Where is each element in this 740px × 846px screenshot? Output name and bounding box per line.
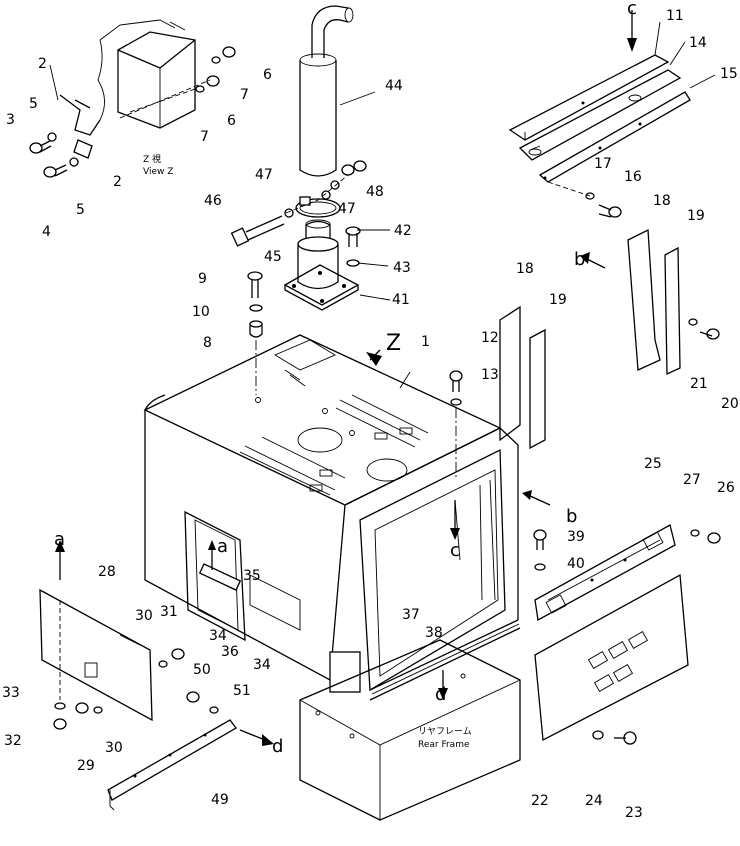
label-16: 16: [624, 169, 642, 185]
left-panel-28: [39, 588, 219, 730]
label-37: 37: [402, 607, 420, 623]
label-18b: 18: [516, 261, 534, 277]
front-panel-22: [534, 573, 689, 745]
label-49: 49: [211, 792, 229, 808]
view-z-jp: Z 視: [143, 153, 161, 165]
label-15: 15: [720, 66, 738, 82]
label-40: 40: [567, 556, 585, 572]
label-11: 11: [666, 8, 684, 24]
label-7a: 7: [240, 87, 249, 103]
arrow-label-a-left: a: [54, 529, 65, 550]
arrow-label-c-mid: c: [450, 540, 460, 561]
label-39: 39: [567, 529, 585, 545]
nuts-48: [285, 160, 367, 214]
label-31: 31: [160, 604, 178, 620]
bolt-9: [247, 271, 263, 395]
label-14: 14: [689, 35, 707, 51]
part-labels: 2 3 5 4 5 2 6 7 6 7 Z 視 View Z 44 47 48 …: [2, 0, 739, 821]
bolt-42: [345, 226, 361, 267]
arrow-label-c-top: c: [627, 0, 637, 19]
arrow-label-b-mid: b: [566, 506, 577, 527]
label-20: 20: [721, 396, 739, 412]
lower-block: [329, 651, 361, 693]
label-47a: 47: [255, 167, 273, 183]
label-36: 36: [221, 644, 239, 660]
label-28: 28: [98, 564, 116, 580]
label-13: 13: [481, 367, 499, 383]
label-23: 23: [625, 805, 643, 821]
rails: [508, 54, 691, 218]
label-9: 9: [198, 271, 207, 287]
label-33: 33: [2, 685, 20, 701]
label-12: 12: [481, 330, 499, 346]
label-26: 26: [717, 480, 735, 496]
label-25: 25: [644, 456, 662, 472]
label-2b: 2: [113, 174, 122, 190]
label-38: 38: [425, 625, 443, 641]
label-19a: 19: [687, 208, 705, 224]
label-18a: 18: [653, 193, 671, 209]
direction-arrows: [55, 10, 637, 746]
top-cover-plate: [274, 339, 336, 371]
rear-frame-jp: リヤフレーム: [418, 726, 472, 737]
exhaust-base: [283, 219, 360, 311]
label-51: 51: [233, 683, 251, 699]
label-22: 22: [531, 793, 549, 809]
rear-frame-en: Rear Frame: [418, 740, 470, 750]
label-17: 17: [594, 156, 612, 172]
label-44: 44: [385, 78, 403, 94]
label-48: 48: [366, 184, 384, 200]
label-45: 45: [264, 249, 282, 265]
label-24: 24: [585, 793, 603, 809]
label-35: 35: [243, 568, 261, 584]
leader-lines: [49, 21, 716, 389]
view-z-en: View Z: [143, 167, 173, 177]
arrow-label-d-mid: d: [435, 684, 446, 705]
front-cover-25: [534, 524, 676, 622]
top-hole-right: [366, 458, 408, 482]
side-panels: [499, 228, 720, 450]
label-42: 42: [394, 223, 412, 239]
top-hole-left: [297, 427, 343, 453]
label-30b: 30: [105, 740, 123, 756]
misc-bolts: [449, 370, 721, 571]
label-6b: 6: [227, 113, 236, 129]
bolt-46: [230, 208, 294, 247]
z-marker: Z: [386, 331, 401, 356]
label-5b: 5: [76, 202, 85, 218]
label-7b: 7: [200, 129, 209, 145]
label-3: 3: [6, 112, 15, 128]
arrow-label-a-mid: a: [217, 536, 228, 557]
label-5a: 5: [29, 96, 38, 112]
label-8: 8: [203, 335, 212, 351]
rear-frame: [299, 639, 521, 821]
exhaust-pipe: [299, 5, 354, 177]
label-21: 21: [690, 376, 708, 392]
label-50: 50: [193, 662, 211, 678]
label-34b: 34: [253, 657, 271, 673]
bottom-plate-49: [107, 719, 237, 811]
label-32: 32: [4, 733, 22, 749]
label-41: 41: [392, 292, 410, 308]
label-4: 4: [42, 224, 51, 240]
label-1: 1: [421, 334, 430, 350]
label-2a: 2: [38, 56, 47, 72]
label-43: 43: [393, 260, 411, 276]
label-34a: 34: [209, 628, 227, 644]
label-46: 46: [204, 193, 222, 209]
label-30a: 30: [135, 608, 153, 624]
label-47b: 47: [338, 201, 356, 217]
arrow-label-b-right: b: [574, 249, 585, 270]
arrow-label-d-bottom: d: [272, 736, 283, 757]
label-6a: 6: [263, 67, 272, 83]
label-29: 29: [77, 758, 95, 774]
label-10: 10: [192, 304, 210, 320]
view-z-detail: [29, 19, 236, 178]
label-19b: 19: [549, 292, 567, 308]
label-27: 27: [683, 472, 701, 488]
